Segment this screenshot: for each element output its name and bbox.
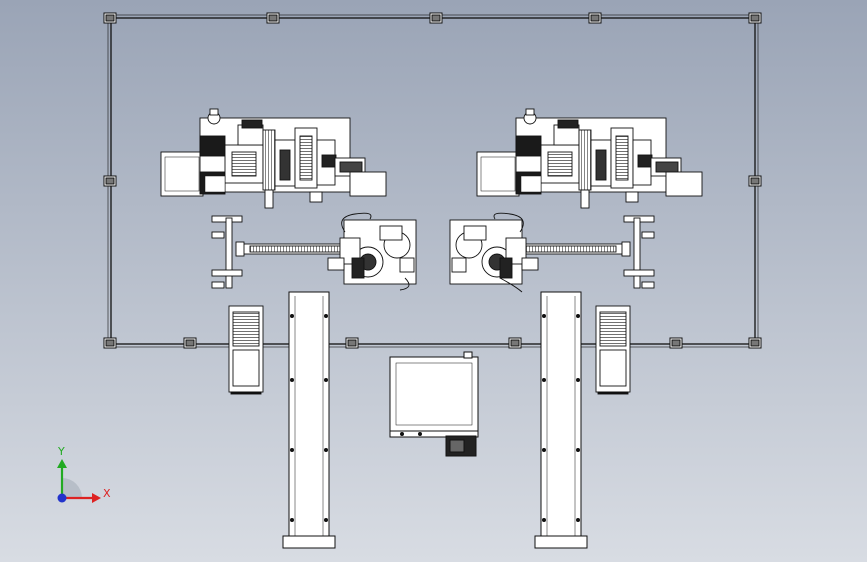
pallet-feeder-right xyxy=(595,305,631,395)
robot-arm-right xyxy=(449,212,629,293)
x-axis-label: X xyxy=(103,487,111,500)
control-cabinet xyxy=(389,351,479,457)
conveyor-right xyxy=(534,291,588,549)
machine-unit-right xyxy=(476,108,703,209)
fence-posts xyxy=(103,12,762,349)
coordinate-triad xyxy=(57,459,101,503)
robot-arm-left xyxy=(237,212,417,291)
gripper-rack-right xyxy=(621,215,655,289)
pallet-feeder-left xyxy=(228,305,264,395)
gripper-rack-left xyxy=(211,215,245,289)
y-axis-label: Y xyxy=(57,445,65,458)
conveyor-left xyxy=(282,291,336,549)
machine-unit-left xyxy=(160,108,387,209)
